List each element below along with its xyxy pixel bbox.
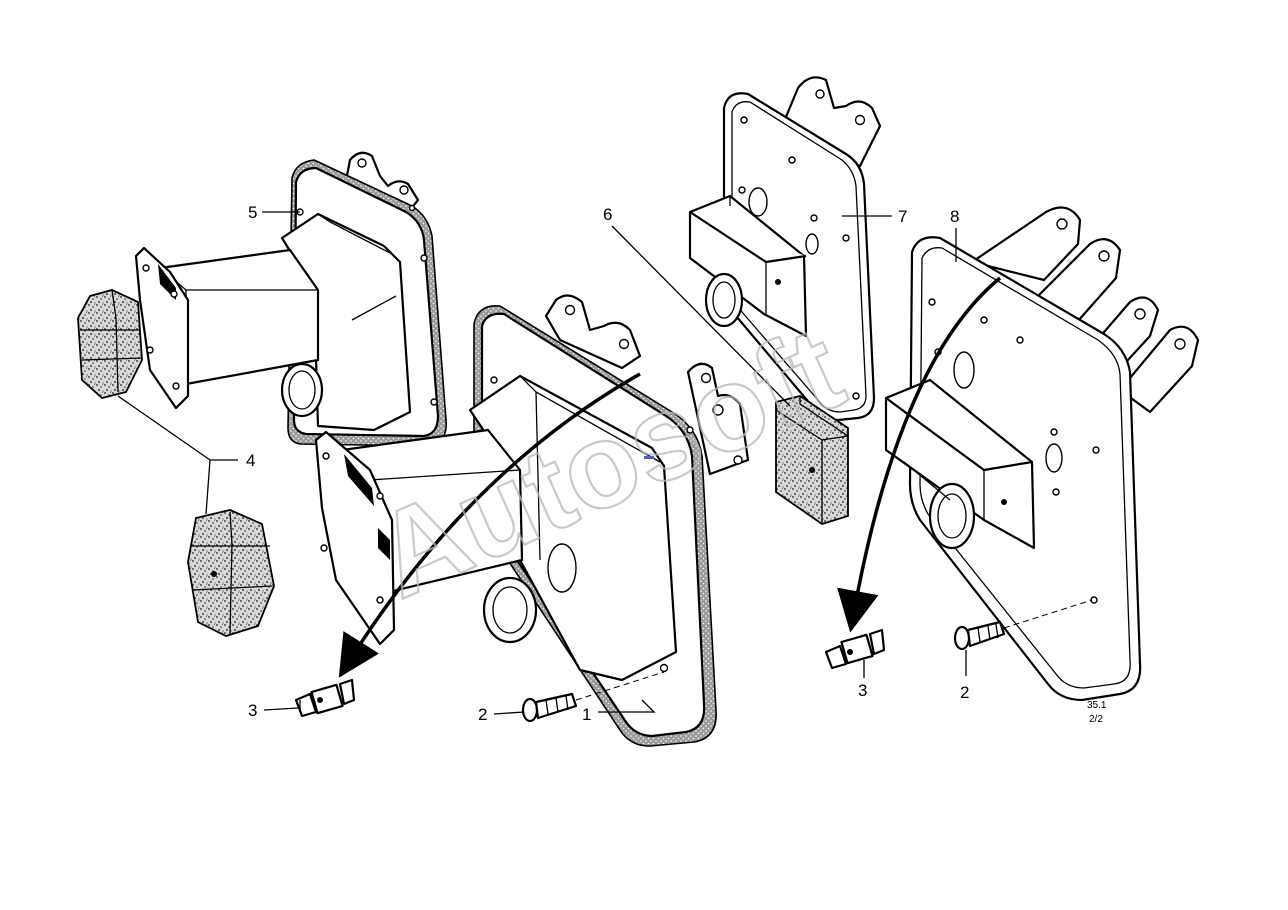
leader-lines <box>117 211 967 715</box>
callout-3-left: 3 <box>248 701 257 720</box>
callout-labels: 5 6 7 8 4 3 2 1 3 2 <box>246 203 969 724</box>
part-3-bulb-holder-left <box>294 678 356 718</box>
callout-2-left: 2 <box>478 705 487 724</box>
callout-1: 1 <box>582 705 591 724</box>
part-4-foam-pads <box>77 289 275 637</box>
part-6-foam-pad <box>775 395 849 525</box>
callout-2-right: 2 <box>960 683 969 702</box>
reference-code: 35.1 <box>1087 700 1107 711</box>
part-2-screw-left <box>521 692 578 723</box>
part-7-lamp-body <box>688 76 882 422</box>
part-5-lamp-housing <box>134 151 448 447</box>
marker-dash <box>644 456 654 459</box>
part-1-lamp-housing <box>314 294 750 747</box>
part-2-screw-right <box>953 620 1006 651</box>
callout-3-right: 3 <box>858 681 867 700</box>
assembly-arrows <box>338 276 1002 678</box>
part-8-lamp-body <box>884 206 1200 702</box>
callout-8: 8 <box>950 207 959 226</box>
callout-5: 5 <box>248 203 257 222</box>
callout-6: 6 <box>603 205 612 224</box>
reference-page: 2/2 <box>1089 714 1103 725</box>
callout-4: 4 <box>246 451 255 470</box>
assembly-lines <box>575 599 1093 701</box>
diagram-reference: 35.1 2/2 <box>1087 700 1107 725</box>
callout-7: 7 <box>898 207 907 226</box>
part-3-bulb-holder-right <box>824 628 886 670</box>
